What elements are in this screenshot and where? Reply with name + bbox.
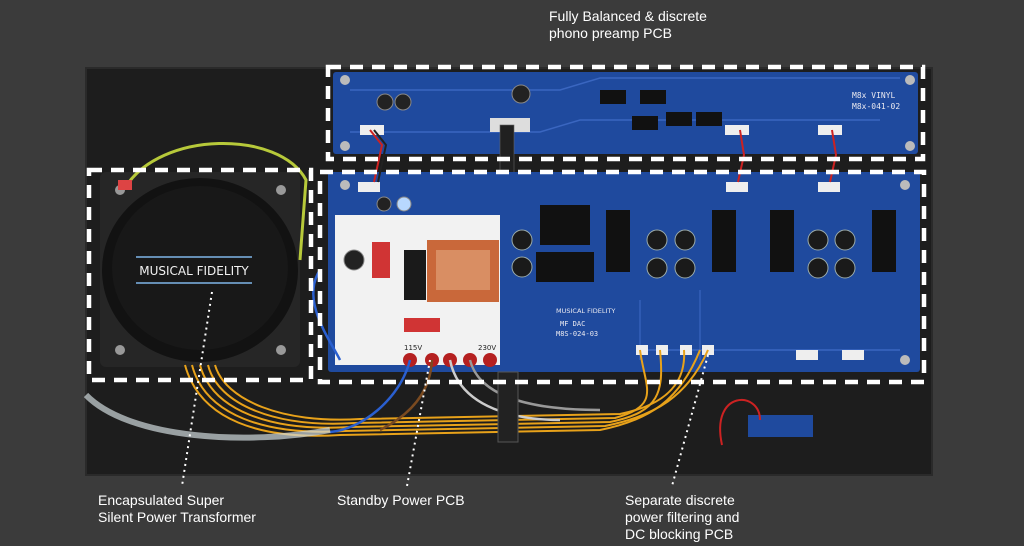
dac-part-label: M8S-024-03 xyxy=(556,330,598,338)
caption-power-filtering-pcb: Separate discrete power filtering and DC… xyxy=(625,492,740,542)
highlight-boxes xyxy=(86,64,927,385)
phono-part-label: M8x-041-02 xyxy=(852,102,900,111)
phono-pcb-highlight xyxy=(325,64,926,162)
dac-brand-label: MUSICAL FIDELITY xyxy=(556,307,615,315)
toroidal-transformer xyxy=(102,178,298,362)
main-pcb-highlight xyxy=(317,169,927,385)
heatsinks xyxy=(536,205,896,282)
phono-model-label: M8x VINYL xyxy=(852,91,896,100)
caption-power-transformer: Encapsulated Super Silent Power Transfor… xyxy=(98,492,256,525)
voltage-low-label: 115V xyxy=(404,344,422,352)
small-pcb xyxy=(748,415,813,437)
voltage-high-label: 230V xyxy=(478,344,496,352)
caption-phono-preamp-pcb: Fully Balanced & discrete phono preamp P… xyxy=(549,8,707,41)
caption-standby-power-pcb: Standby Power PCB xyxy=(337,492,465,508)
phono-preamp-pcb xyxy=(333,72,918,154)
capacitors xyxy=(511,229,856,279)
transformer-highlight xyxy=(86,167,314,383)
leader-lines xyxy=(181,291,709,487)
standby-power-pcb xyxy=(335,196,500,367)
dac-name-label: MF DAC xyxy=(560,320,585,328)
transformer-logo: MUSICAL FIDELITY xyxy=(139,264,249,278)
